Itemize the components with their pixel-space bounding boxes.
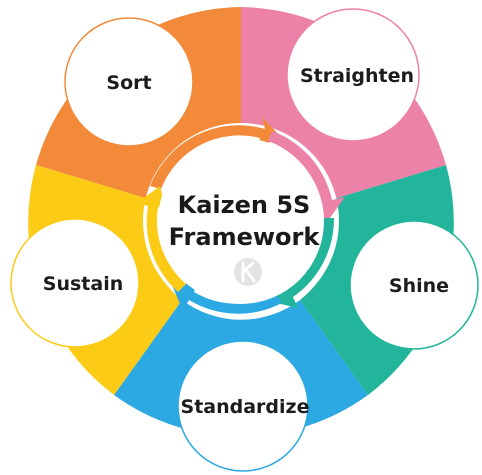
stage-circle-sustain (10, 218, 140, 348)
stage-label-straighten: Straighten (300, 65, 414, 87)
stage-circle-sort (64, 17, 194, 147)
stage-circle-straighten (286, 8, 420, 142)
arrow-sort (150, 117, 281, 189)
stage-label-standardize: Standardize (181, 396, 310, 418)
stage-circle-standardize (177, 340, 309, 472)
cycle-arrows (137, 117, 345, 314)
center-title-line1: Kaizen 5S (178, 191, 311, 219)
logo-watermark-icon (234, 258, 262, 286)
center-circle (158, 138, 324, 304)
stage-circle-shine (349, 220, 479, 350)
stage-straighten: Straighten (286, 8, 420, 142)
stage-standardize: Standardize (177, 340, 310, 472)
stage-shine: Shine (349, 220, 479, 350)
stage-label-shine: Shine (389, 275, 449, 297)
stage-label-sort: Sort (106, 72, 151, 94)
center-title-line2: Framework (169, 223, 321, 251)
arrow-standardize (172, 282, 282, 314)
stage-sustain: Sustain (10, 218, 140, 348)
stage-label-sustain: Sustain (43, 273, 123, 295)
arrow-straighten (268, 131, 345, 222)
stage-sort: Sort (64, 17, 194, 147)
arrow-sustain (137, 186, 186, 292)
